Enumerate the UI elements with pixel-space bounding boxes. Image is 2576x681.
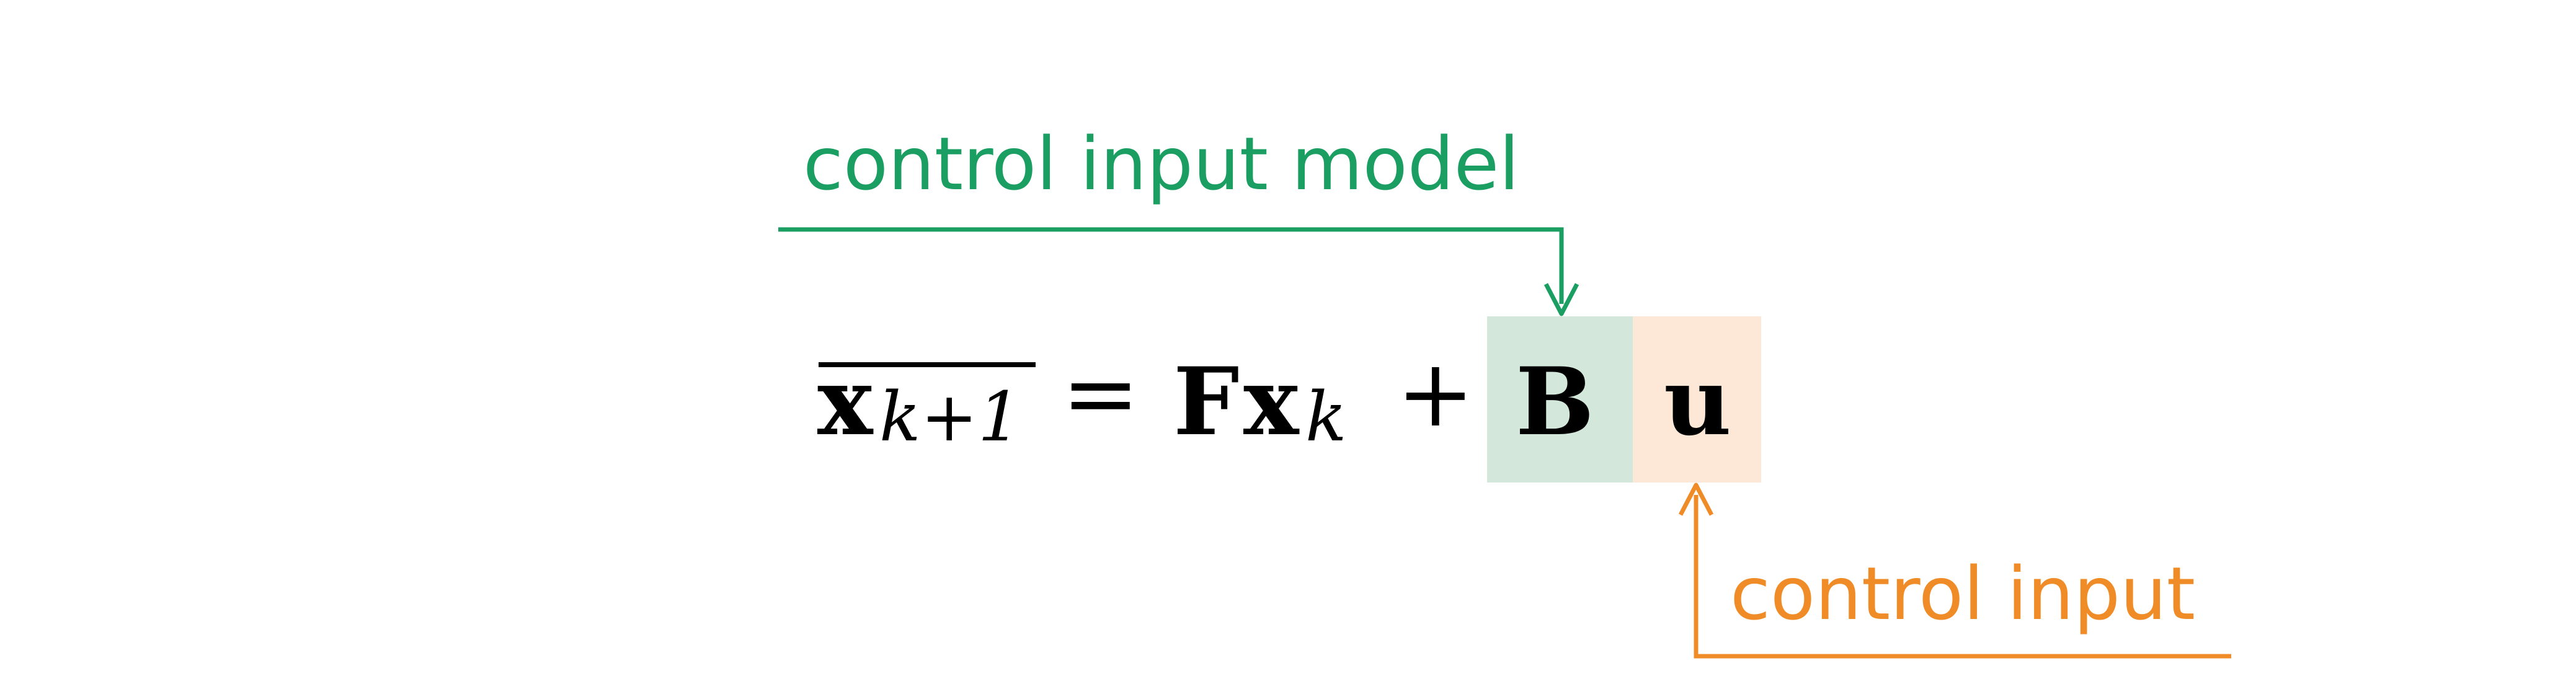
control-input-model-label: control input model	[803, 121, 1519, 207]
control-vector-highlight	[1633, 316, 1761, 483]
control-input-label: control input	[1730, 551, 2195, 636]
equals-sign: =	[1062, 340, 1140, 448]
control-input-model-arrowhead	[1543, 283, 1579, 316]
transition-matrix: F	[1173, 347, 1240, 456]
control-matrix-highlight	[1487, 316, 1633, 483]
plus-sign: +	[1397, 340, 1475, 448]
control-matrix: B	[1516, 347, 1594, 456]
lhs-subscript: k+1	[879, 377, 1021, 456]
control-vector: u	[1664, 347, 1731, 456]
control-input-arrowhead	[1678, 483, 1714, 516]
state-subscript: k	[1305, 377, 1347, 456]
control-input-arrow	[1694, 495, 2231, 659]
lhs-state-vector: x	[817, 347, 874, 456]
control-input-model-arrow	[778, 227, 1564, 304]
state-vector: x	[1243, 347, 1300, 456]
